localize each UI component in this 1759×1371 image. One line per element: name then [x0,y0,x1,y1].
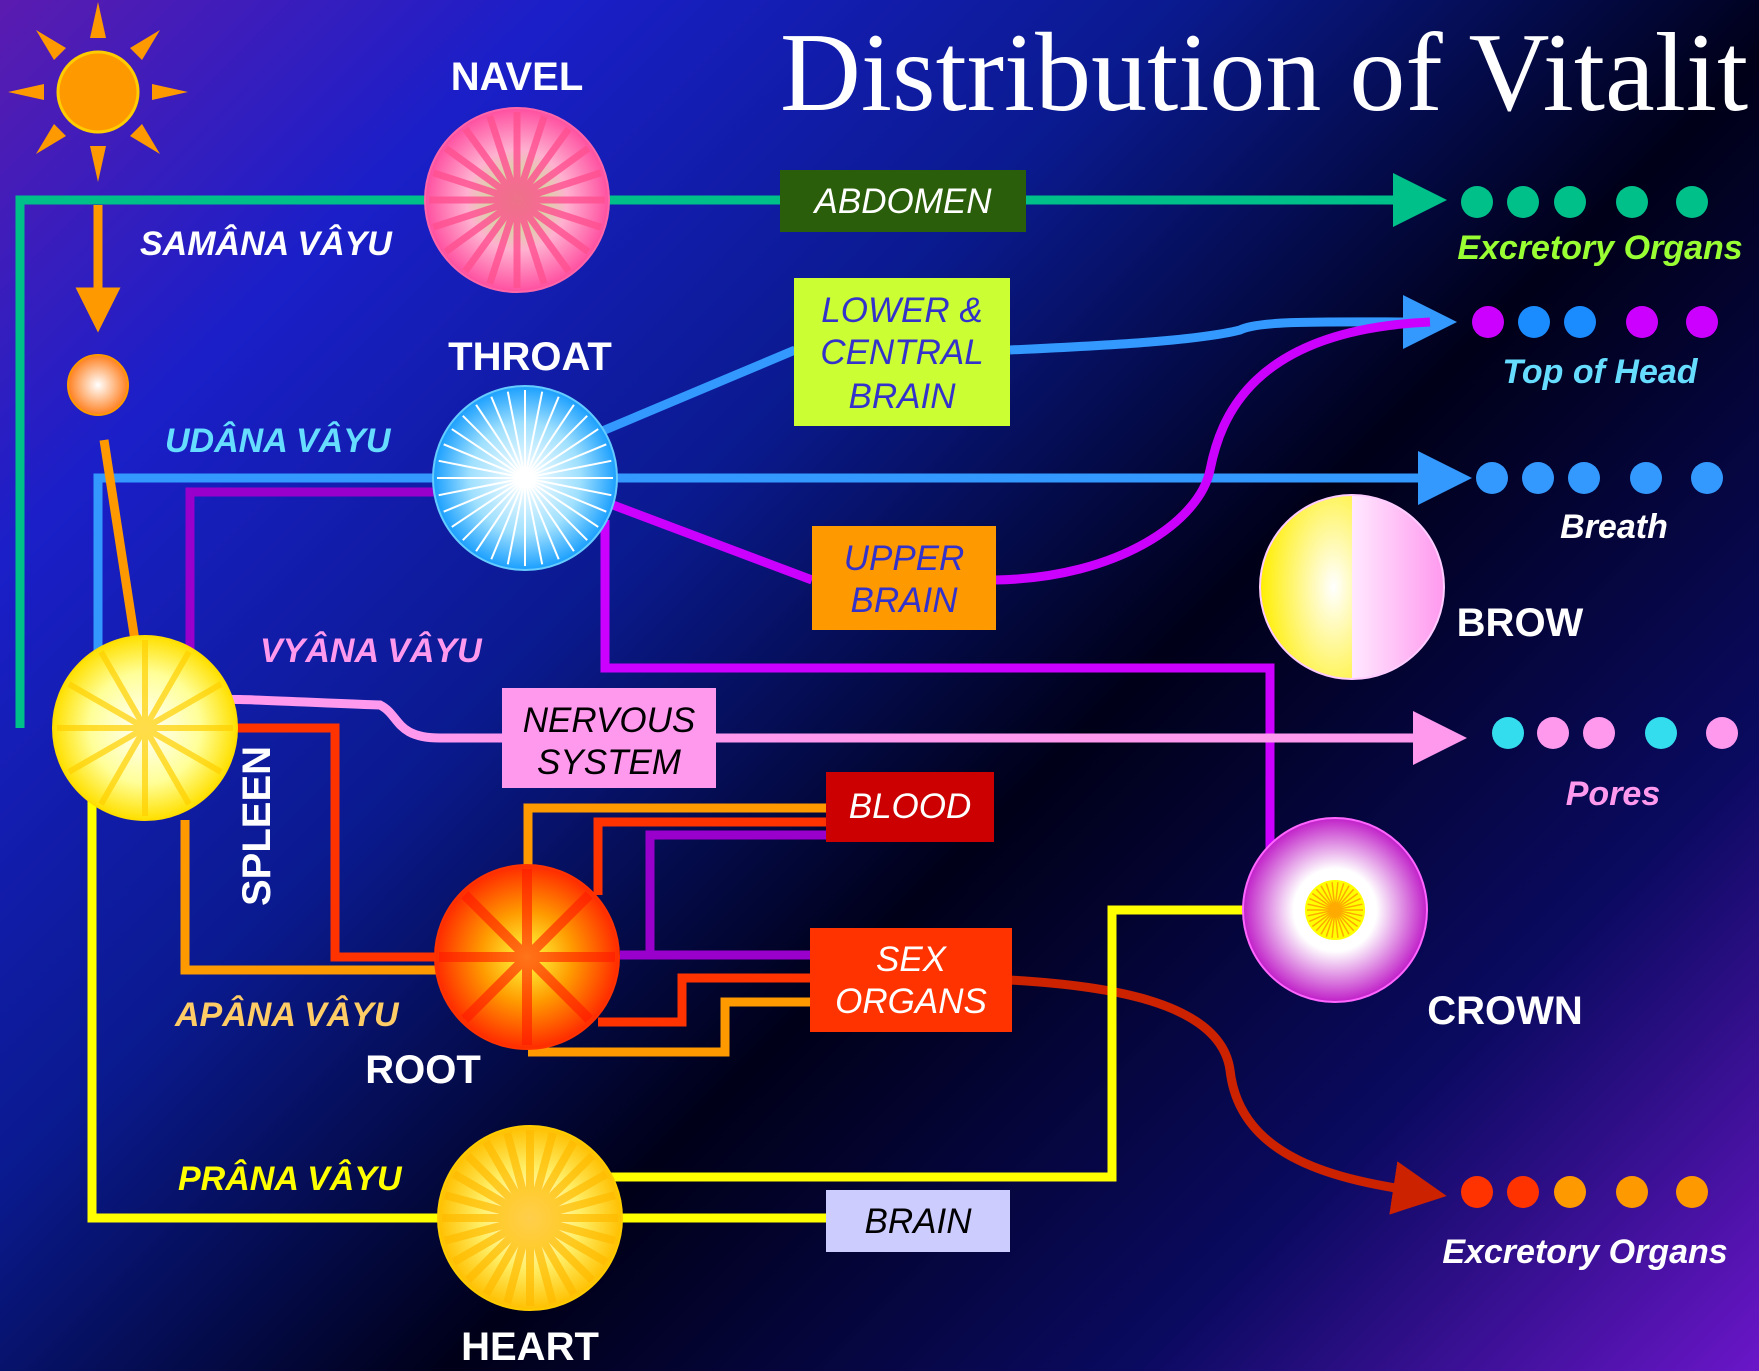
root-sex-red [598,973,810,1027]
pranic-globule [67,354,129,416]
breath-dots [1476,462,1723,494]
svg-text:ABDOMEN: ABDOMEN [813,182,993,221]
crown-label: CROWN [1427,989,1583,1033]
pores-dots [1492,717,1738,749]
udana-upper-line [598,322,1430,437]
slide-title: Distribution of Vitalit [780,11,1748,135]
svg-text:NERVOUS: NERVOUS [523,701,695,740]
violet-upper-line [603,317,1431,585]
root-label: ROOT [365,1048,481,1092]
udana-line [93,451,1472,660]
lower-central-brain-box: LOWER & CENTRAL BRAIN [794,278,1010,426]
excretory-top-label: Excretory Organs [1457,229,1742,267]
excretory-top-dots [1461,186,1708,218]
excretory-bottom-dots [1461,1176,1708,1208]
top-of-head-label: Top of Head [1502,353,1698,391]
svg-text:BLOOD: BLOOD [849,787,972,826]
sun-icon [8,2,188,182]
flow-lines [15,173,1472,1223]
svg-text:CENTRAL: CENTRAL [820,333,983,372]
brow-chakra [1259,494,1445,680]
root-blood-red [593,817,826,895]
throat-label: THROAT [448,335,612,379]
throat-chakra [432,385,618,571]
navel-label: NAVEL [451,55,584,99]
blood-box: BLOOD [826,772,994,842]
navel-chakra [424,107,610,293]
svg-text:SEX: SEX [876,940,948,979]
apana-vayu-label: APÂNA VÂYU [174,996,400,1034]
brow-label: BROW [1457,601,1584,645]
root-sex-orange [528,997,810,1057]
excretory-bottom-label: Excretory Organs [1442,1233,1727,1271]
pores-label: Pores [1566,775,1661,813]
abdomen-box: ABDOMEN [780,170,1026,232]
top-of-head-dots [1472,306,1718,338]
spleen-label: SPLEEN [235,746,279,906]
red-root-line [230,723,440,962]
vyana-vayu-label: VYÂNA VÂYU [260,632,483,670]
crown-chakra [1242,817,1428,1003]
violet-crown-line [600,520,1275,848]
svg-text:BRAIN: BRAIN [851,581,959,620]
heart-chakra [437,1125,623,1311]
svg-text:SYSTEM: SYSTEM [537,743,682,782]
samana-vayu-label: SAMÂNA VÂYU [140,225,393,263]
svg-text:BRAIN: BRAIN [865,1202,973,1241]
violet-left-line [185,487,440,690]
svg-text:UPPER: UPPER [844,539,965,578]
svg-text:LOWER &: LOWER & [821,291,982,330]
prana-crown-line [600,905,1245,1182]
svg-text:ORGANS: ORGANS [835,982,987,1021]
brain-box: BRAIN [826,1190,1010,1252]
root-blood-orange [523,803,826,868]
nervous-system-box: NERVOUS SYSTEM [502,688,716,788]
root-blood-violet [645,830,826,955]
prana-vayu-label: PRÂNA VÂYU [178,1160,403,1198]
spleen-chakra [52,635,238,821]
sex-organs-box: SEX ORGANS [810,928,1012,1032]
udana-vayu-label: UDÂNA VÂYU [165,422,392,460]
sex-excretory-line [1009,975,1447,1215]
svg-text:BRAIN: BRAIN [849,377,957,416]
breath-label: Breath [1560,508,1668,546]
apana-line [180,820,440,975]
upper-brain-box: UPPER BRAIN [812,526,996,630]
heart-label: HEART [461,1325,599,1369]
root-chakra [434,864,620,1050]
